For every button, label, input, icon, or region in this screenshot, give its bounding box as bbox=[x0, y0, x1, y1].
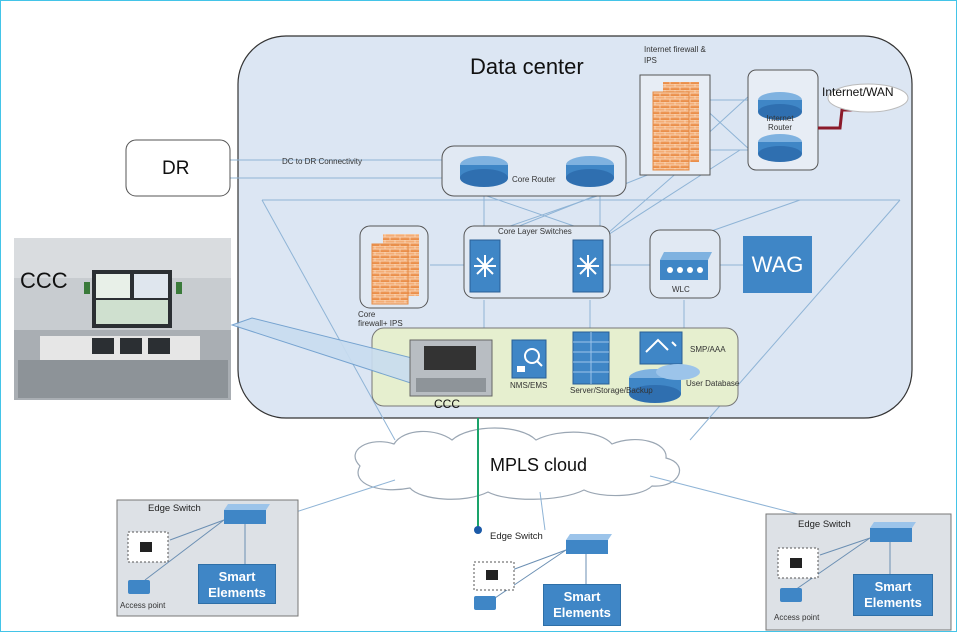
server-label: Server/Storage/Backup bbox=[570, 386, 653, 395]
internet-router-icon bbox=[758, 92, 802, 162]
dc-dr-link-label: DC to DR Connectivity bbox=[282, 157, 363, 166]
core-firewall-label: Core firewall+ IPS bbox=[358, 310, 403, 328]
sensor-icon bbox=[127, 531, 169, 563]
smp-icon bbox=[639, 331, 683, 365]
mpls-cloud bbox=[354, 427, 680, 500]
nms-icon bbox=[511, 339, 547, 379]
smart-elements-box: Smart Elements bbox=[543, 584, 621, 626]
internet-firewall-icon bbox=[652, 82, 699, 171]
core-switch-icon bbox=[469, 239, 604, 293]
edge-lines-right bbox=[794, 537, 891, 591]
sensor-icon bbox=[473, 561, 515, 591]
edge-lines-middle bbox=[491, 549, 587, 601]
smart-elements-box: Smart Elements bbox=[853, 574, 933, 616]
internet-firewall-label: Internet firewall & IPS bbox=[644, 45, 706, 65]
sensor-icon bbox=[777, 547, 819, 579]
edge-switch-icon bbox=[870, 522, 916, 542]
edge-lines-left bbox=[144, 519, 246, 581]
core-switches-label: Core Layer Switches bbox=[498, 227, 572, 236]
link-endpoint bbox=[474, 526, 482, 534]
internet-wan-label: Internet/WAN bbox=[822, 85, 894, 99]
edge-switch-icon bbox=[224, 504, 270, 524]
ccc-label: CCC bbox=[20, 268, 68, 293]
nms-label: NMS/EMS bbox=[510, 381, 548, 390]
ccc-photo bbox=[14, 238, 231, 400]
smp-label: SMP/AAA bbox=[690, 345, 726, 354]
access-point-label: Access point bbox=[120, 601, 166, 610]
mpls-cloud-label: MPLS cloud bbox=[490, 455, 588, 475]
edge-switch-label: Edge Switch bbox=[490, 531, 543, 542]
access-point-icon bbox=[474, 596, 496, 610]
edge-switch-label: Edge Switch bbox=[148, 503, 201, 514]
user-database-icon bbox=[629, 364, 700, 403]
wlc-label: WLC bbox=[672, 285, 690, 294]
data-center-title: Data center bbox=[470, 54, 584, 79]
core-router-label: Core Router bbox=[512, 175, 556, 184]
dr-box bbox=[125, 139, 231, 197]
core-router-icon bbox=[460, 156, 614, 187]
ccc-screen-icon bbox=[409, 339, 493, 397]
internet-router-label: Internet Router bbox=[766, 114, 794, 132]
edge-switch-label: Edge Switch bbox=[798, 519, 851, 530]
internet-cloud bbox=[827, 83, 909, 113]
wag-box: WAG bbox=[743, 236, 812, 293]
core-firewall-icon bbox=[371, 234, 419, 305]
wlc-icon bbox=[660, 252, 712, 280]
user-database-label: User Database bbox=[686, 379, 740, 388]
dr-label: DR bbox=[162, 158, 190, 179]
access-point-icon bbox=[128, 580, 150, 594]
server-icon bbox=[572, 331, 610, 385]
ccc-inner-label: CCC bbox=[434, 397, 460, 411]
edge-switch-icon bbox=[566, 534, 612, 554]
access-point-icon bbox=[780, 588, 802, 602]
access-point-label: Access point bbox=[774, 613, 820, 622]
smart-elements-box: Smart Elements bbox=[198, 564, 276, 604]
